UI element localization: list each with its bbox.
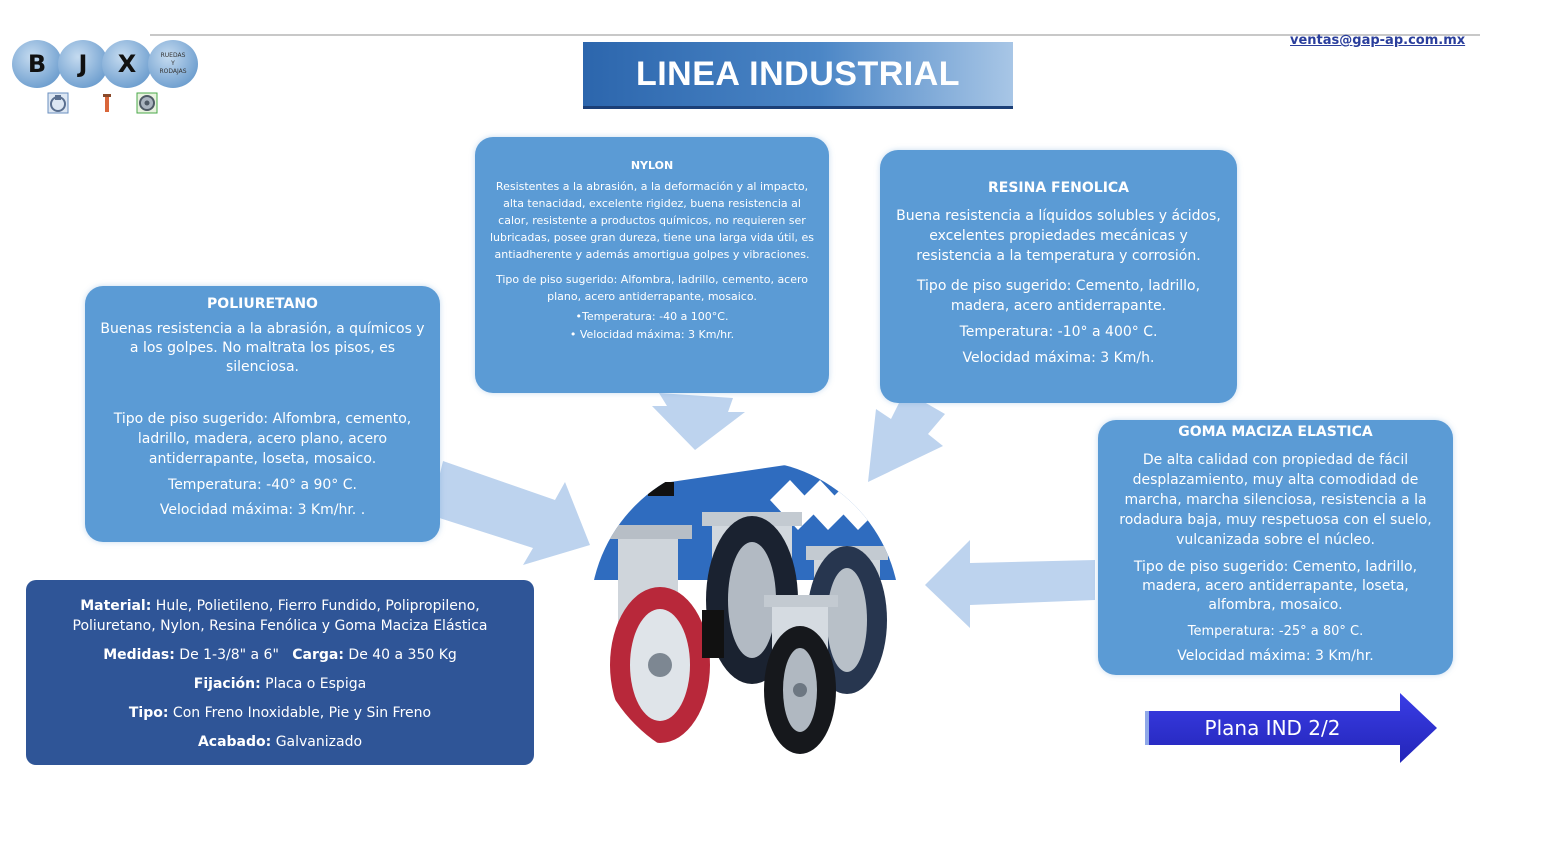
email-link[interactable]: ventas@gap-ap.com.mx [1290, 33, 1466, 48]
card-max-speed: • Velocidad máxima: 3 Km/hr. [569, 328, 735, 341]
header-divider [150, 34, 1480, 36]
card-max-speed: Velocidad máxima: 3 Km/h. [962, 350, 1155, 366]
arrow-from-resina [868, 391, 945, 482]
arrow-from-nylon [652, 393, 745, 450]
card-description: De alta calidad con propiedad de fácil d… [1119, 452, 1432, 548]
spec-material: Material: Hule, Polietileno, Fierro Fund… [72, 598, 488, 634]
logo-subtitle-circle: RUEDAS Y RODAJAS [148, 40, 198, 88]
spec-acabado: Acabado: Galvanizado [197, 734, 363, 750]
wheel-icon [136, 92, 158, 114]
card-temperature: Temperatura: -25° a 80° C. [1187, 624, 1364, 639]
next-page-label: Plana IND 2/2 [1204, 716, 1341, 740]
card-floor-type: Tipo de piso sugerido: Cemento, ladrillo… [1133, 559, 1418, 613]
caster-wheel-icon [47, 92, 69, 114]
card-description: Buena resistencia a líquidos solubles y … [896, 208, 1221, 264]
card-description: Buenas resistencia a la abrasión, a quím… [100, 321, 425, 375]
card-floor-type: Tipo de piso sugerido: Alfombra, cemento… [113, 411, 412, 467]
card-description: Resistentes a la abrasión, a la deformac… [489, 180, 815, 261]
bolt-icon [103, 94, 111, 112]
page-title: LINEA INDUSTRIAL [583, 42, 1013, 109]
company-logo: B J X RUEDAS Y RODAJAS [10, 38, 210, 128]
card-poliuretano: POLIURETANO Buenas resistencia a la abra… [85, 286, 440, 542]
card-temperature: Temperatura: -40° a 90° C. [168, 477, 357, 493]
arrow-from-goma [925, 540, 1095, 628]
card-temperature: Temperatura: -10° a 400° C. [959, 324, 1158, 340]
card-nylon: NYLON Resistentes a la abrasión, a la de… [475, 137, 829, 393]
card-goma-maciza-elastica: GOMA MACIZA ELASTICA De alta calidad con… [1098, 420, 1453, 675]
arrow-from-poliuretano [430, 461, 590, 565]
card-max-speed: Velocidad máxima: 3 Km/hr. [1177, 648, 1374, 664]
logo-sub-line: RUEDAS [160, 52, 186, 60]
arrow-right-icon [1145, 693, 1437, 763]
logo-sub-line: Y [171, 60, 175, 68]
card-title: GOMA MACIZA ELASTICA [1178, 424, 1373, 440]
logo-letter-b: B [12, 40, 62, 88]
spec-fijacion: Fijación: Placa o Espiga [193, 676, 367, 692]
card-resina-fenolica: RESINA FENOLICA Buena resistencia a líqu… [880, 150, 1237, 403]
next-page-button[interactable]: Plana IND 2/2 [1145, 693, 1440, 763]
card-temperature: •Temperatura: -40 a 100°C. [575, 310, 729, 323]
logo-letter-j: J [58, 40, 108, 88]
card-title: RESINA FENOLICA [987, 180, 1130, 196]
card-floor-type: Tipo de piso sugerido: Alfombra, ladrill… [495, 273, 809, 303]
spec-tipo: Tipo: Con Freno Inoxidable, Pie y Sin Fr… [128, 705, 432, 721]
casters-product-image [590, 460, 900, 770]
logo-sub-line: RODAJAS [159, 67, 187, 75]
logo-letter-x: X [102, 40, 152, 88]
specs-panel: Material: Hule, Polietileno, Fierro Fund… [26, 580, 534, 765]
spec-medidas-carga: Medidas: De 1-3/8" a 6" Carga: De 40 a 3… [103, 647, 457, 663]
card-max-speed: Velocidad máxima: 3 Km/hr. . [159, 502, 366, 518]
card-title: NYLON [630, 159, 674, 172]
card-floor-type: Tipo de piso sugerido: Cemento, ladrillo… [916, 278, 1201, 314]
card-title: POLIURETANO [207, 296, 318, 312]
